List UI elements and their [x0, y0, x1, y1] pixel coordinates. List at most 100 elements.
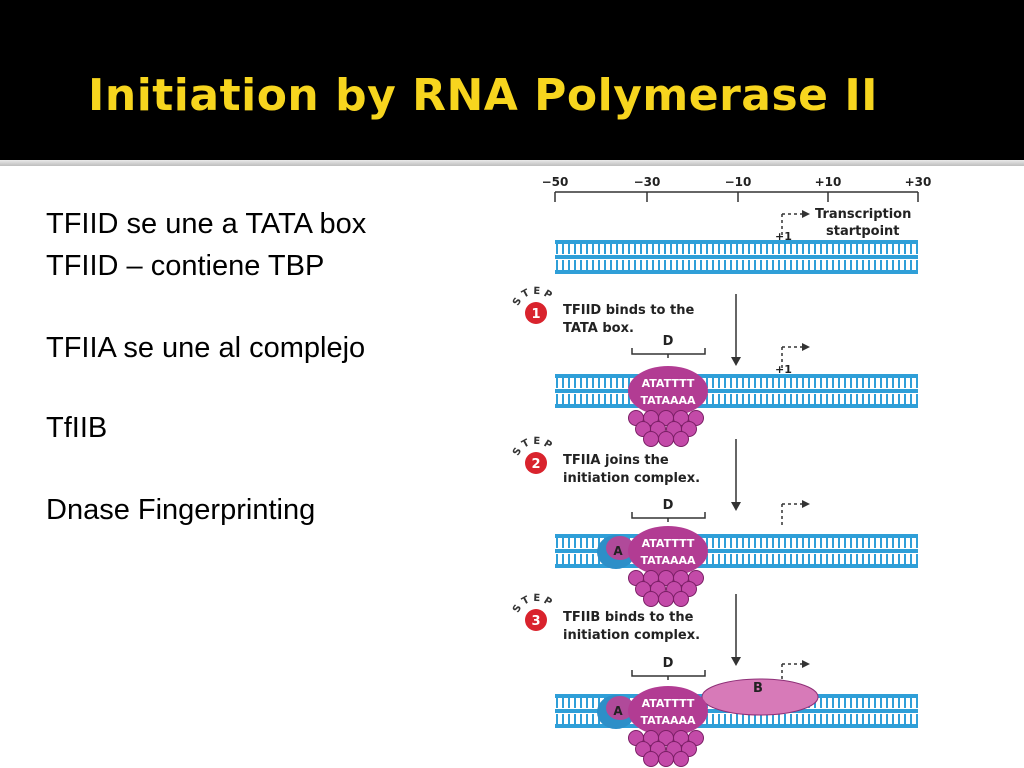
tata-bottom-sequence: TATAAAA — [640, 394, 695, 407]
tata-bottom-sequence: TATAAAA — [640, 554, 695, 567]
tfiia-label: A — [613, 544, 623, 558]
step-word-letter: S — [511, 603, 524, 615]
step-word-letter: P — [542, 595, 554, 608]
dna-strand — [555, 374, 918, 378]
bullet-tfiid-tata: TFIID se une a TATA box — [46, 208, 367, 240]
tfiid-bracket-label: D — [663, 656, 674, 671]
tfiib-label: B — [753, 681, 763, 696]
dna-strand — [555, 270, 918, 274]
step-number: 2 — [531, 457, 540, 472]
start-label: +1 — [775, 363, 792, 376]
tfiid-complex: ATATTTT TATAAAA — [628, 686, 708, 767]
tata-bottom-sequence: TATAAAA — [640, 714, 695, 727]
down-arrow-head — [731, 357, 741, 366]
scale-tick-label: −50 — [542, 175, 569, 189]
tfiib-factor: B — [701, 678, 819, 716]
tfiia-overlap — [606, 536, 634, 560]
title-divider — [0, 160, 1024, 166]
bullet-tfiid-tbp: TFIID – contiene TBP — [46, 250, 325, 282]
start-arrowhead — [802, 500, 810, 508]
startpoint-label-line1: Transcription — [815, 207, 911, 222]
down-arrow-head — [731, 657, 741, 666]
step-word-letter: E — [533, 593, 540, 604]
tfiid-complex: ATATTTT TATAAAA — [628, 526, 708, 607]
start-arrow: +1 — [775, 343, 810, 376]
dna-strand — [555, 534, 918, 538]
tbp-subunit — [658, 431, 674, 447]
dna-strand — [555, 564, 918, 568]
dna-strand — [555, 404, 918, 408]
step-caption-line2: initiation complex. — [563, 471, 700, 486]
slide-title: Initiation by RNA Polymerase II — [88, 70, 879, 121]
tfiia-label: A — [613, 704, 623, 718]
down-arrow-head — [731, 502, 741, 511]
tfiid-bracket: D — [631, 656, 706, 680]
tfiid-complex: ATATTTT TATAAAA — [628, 366, 708, 447]
dna-strand — [555, 240, 918, 244]
step-word-letter: S — [511, 296, 524, 308]
dna-strand — [555, 389, 918, 393]
tfiid-bracket-label: D — [663, 334, 674, 349]
step-caption-line1: TFIIB binds to the — [563, 610, 694, 625]
tfiid-body — [628, 686, 708, 736]
start-arrowhead — [802, 660, 810, 668]
tfiia-factor: A — [597, 535, 635, 569]
step-caption-line2: TATA box. — [563, 321, 634, 336]
title-bar — [0, 0, 1024, 160]
dna-step1 — [555, 374, 918, 408]
dna-strand — [555, 724, 918, 728]
tbp-subunit — [673, 591, 689, 607]
startpoint-label-line2: startpoint — [826, 224, 900, 239]
step-word-letter: E — [533, 436, 540, 447]
step-caption-line1: TFIID binds to the — [563, 303, 694, 318]
start-arrow: +1 — [775, 210, 810, 243]
transcription-initiation-diagram: −50 −30 −10 +10 +30 +1 Transcription startpoint… — [511, 175, 932, 767]
tfiid-body — [628, 526, 708, 576]
start-label: +1 — [775, 230, 792, 243]
tata-top-sequence: ATATTTT — [642, 537, 695, 550]
step-word-letter: P — [542, 288, 554, 301]
step-word-letter: P — [542, 438, 554, 451]
tbp-subunit — [643, 751, 659, 767]
scale-tick-label: +10 — [815, 175, 842, 189]
scale-tick-label: +30 — [905, 175, 932, 189]
bullet-tfiib: TfIIB — [46, 412, 108, 444]
tata-top-sequence: ATATTTT — [642, 377, 695, 390]
step-word-letter: E — [533, 286, 540, 297]
tfiia-factor: A — [597, 695, 635, 729]
step-caption-line2: initiation complex. — [563, 628, 700, 643]
start-arrow — [781, 500, 810, 526]
tbp-subunit — [658, 751, 674, 767]
step-word-letter: T — [520, 288, 531, 301]
tata-top-sequence: ATATTTT — [642, 697, 695, 710]
tbp-subunit — [643, 591, 659, 607]
tfiid-bracket-label: D — [663, 498, 674, 513]
bullet-dnase: Dnase Fingerprinting — [46, 494, 316, 526]
step-word-letter: T — [520, 438, 531, 451]
tbp-subunit — [673, 751, 689, 767]
scale-tick-label: −10 — [725, 175, 752, 189]
step-number: 1 — [531, 307, 540, 322]
tfiib-body — [701, 678, 819, 716]
dna-initial — [555, 240, 918, 274]
tbp-subunit — [658, 591, 674, 607]
step-number: 3 — [531, 614, 540, 629]
bullet-tfiia: TFIIA se une al complejo — [46, 332, 366, 364]
scale-tick-label: −30 — [634, 175, 661, 189]
dna-strand — [555, 549, 918, 553]
step-word-letter: S — [511, 446, 524, 458]
step-caption-line1: TFIIA joins the — [563, 453, 669, 468]
start-arrowhead — [802, 343, 810, 351]
step-circle — [525, 302, 547, 324]
tbp-subunit — [643, 431, 659, 447]
tfiid-bracket: D — [631, 498, 706, 522]
tfiid-body — [628, 366, 708, 416]
dna-strand — [555, 255, 918, 259]
start-arrowhead — [802, 210, 810, 218]
tbp-subunit — [673, 431, 689, 447]
step-circle — [525, 609, 547, 631]
tfiia-overlap — [606, 696, 634, 720]
